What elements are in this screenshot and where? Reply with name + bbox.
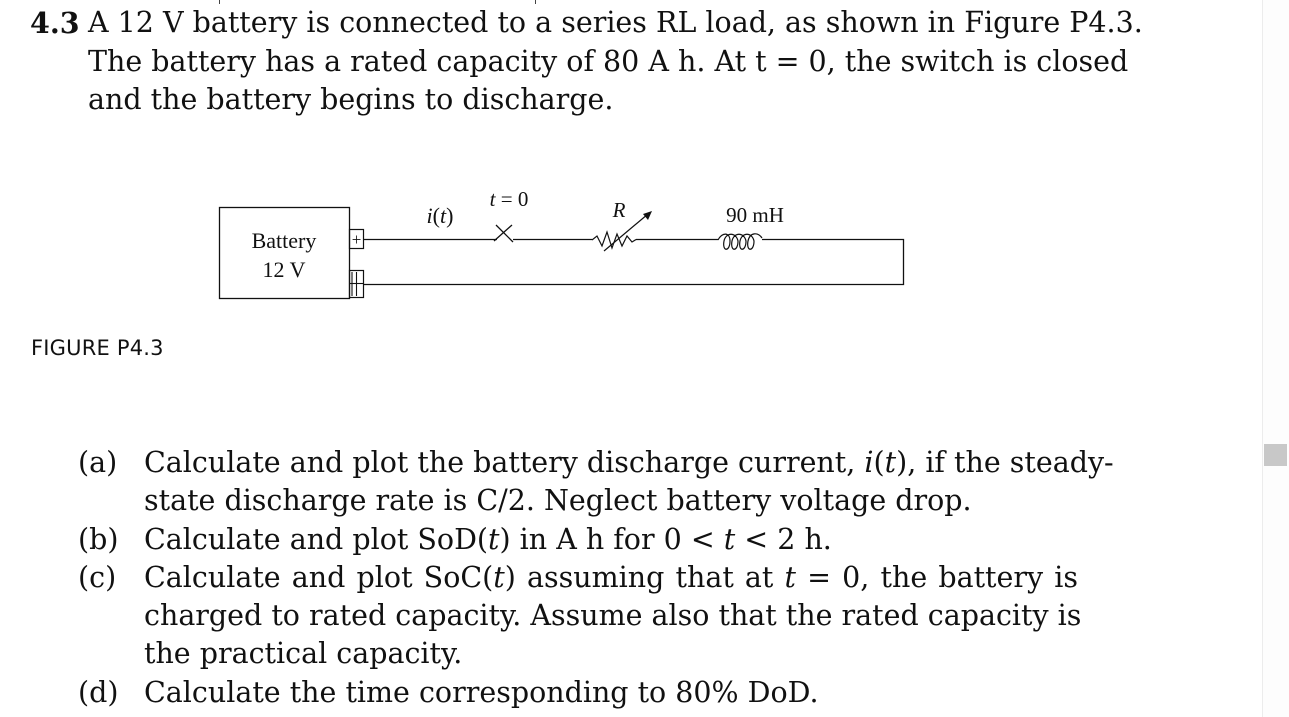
part-label: (c) (78, 560, 117, 594)
problem-parts: (a) Calculate and plot the battery disch… (78, 444, 1114, 712)
part-line: Calculate and plot the battery discharge… (144, 446, 1114, 479)
cropped-previous-text (0, 0, 1260, 6)
part-line: state discharge rate is C/2. Neglect bat… (144, 484, 972, 518)
return-wire (363, 238, 905, 286)
part-line: charged to rated capacity. Assume also t… (144, 599, 1082, 633)
vertical-scrollbar[interactable] (1262, 0, 1289, 717)
part-a: (a) Calculate and plot the battery disch… (78, 444, 1114, 521)
part-c: (c) Calculate and plot SoC(t) assuming t… (78, 559, 1082, 674)
part-line: Calculate the time corresponding to 80% … (144, 675, 819, 709)
switch-label: t = 0 (490, 187, 529, 211)
switch-blade (495, 224, 514, 243)
battery-box (218, 206, 351, 300)
inductor-coil (717, 233, 763, 250)
inductor-label: 90 mH (726, 203, 784, 227)
part-label: (d) (78, 675, 119, 709)
problem-line: A 12 V battery is connected to a series … (88, 6, 1143, 39)
figure-caption: FIGURE P4.3 (31, 336, 164, 360)
plus-sign: + (352, 230, 362, 249)
resistor-arrow (603, 213, 649, 252)
part-line: the practical capacity. (144, 637, 463, 671)
part-d: (d) Calculate the time corresponding to … (78, 674, 1078, 712)
part-label: (b) (78, 522, 119, 556)
part-line: Calculate and plot SoD(t) in A h for 0 <… (144, 522, 832, 556)
resistor-zigzag (591, 230, 637, 250)
problem-text: A 12 V battery is connected to a series … (88, 4, 1143, 120)
problem-line: and the battery begins to discharge. (88, 83, 614, 116)
battery-label: Battery (252, 228, 317, 253)
problem-number: 4.3 (30, 6, 80, 40)
problem-line: The battery has a rated capacity of 80 A… (88, 44, 1129, 78)
current-label: i(t) (427, 203, 454, 228)
part-label: (a) (78, 446, 118, 479)
scrollbar-thumb[interactable] (1264, 444, 1287, 466)
part-b: (b) Calculate and plot SoD(t) in A h for… (78, 521, 1078, 559)
problem-statement: 4.3 A 12 V battery is connected to a ser… (30, 4, 1143, 120)
battery-voltage: 12 V (263, 257, 306, 282)
part-line: Calculate and plot SoC(t) assuming that … (144, 560, 1078, 594)
resistor-label: R (612, 198, 626, 222)
